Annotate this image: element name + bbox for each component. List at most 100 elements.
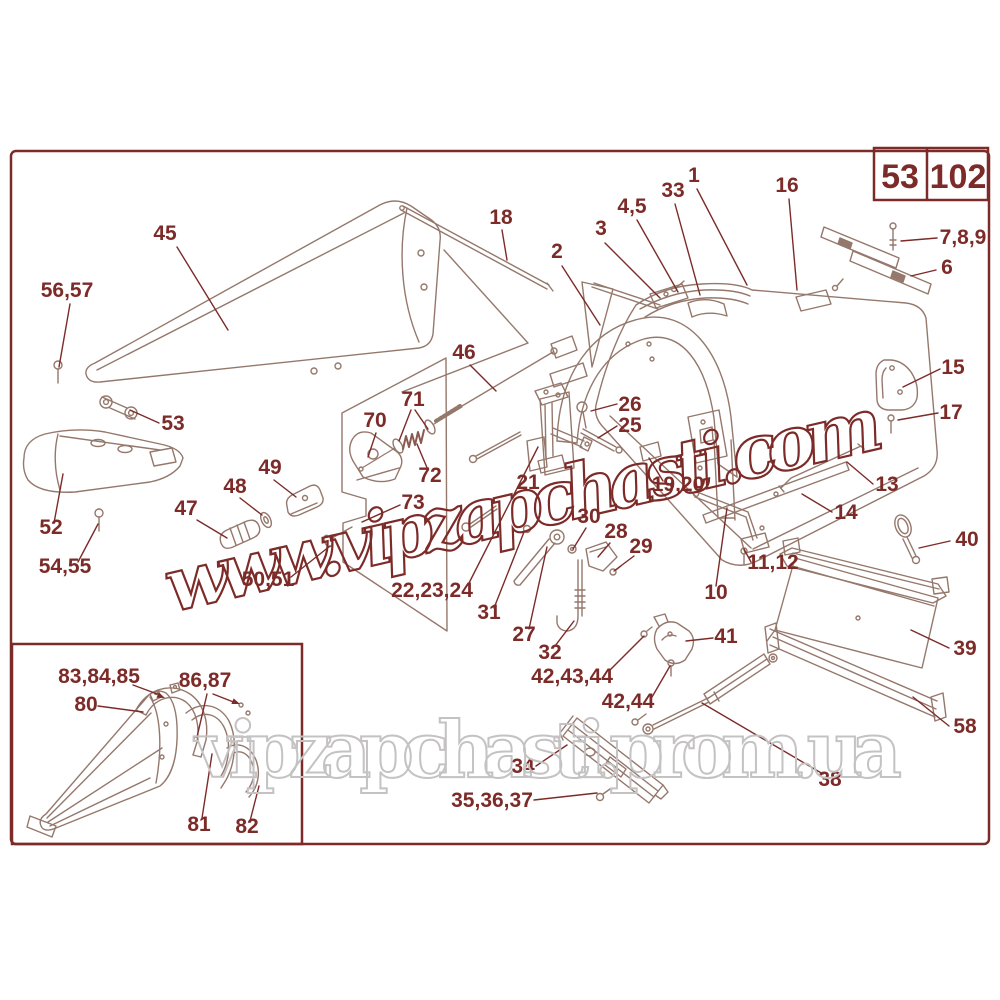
part-label-15: 15	[941, 356, 965, 379]
part-2-panel	[581, 281, 661, 368]
part-label-86-87: 86,87	[179, 669, 232, 692]
part-34-beam	[559, 713, 669, 804]
part-label-19-20: 19,20	[652, 473, 705, 496]
part-70-bracket	[349, 431, 403, 483]
part-label-22-23-24: 22,23,24	[391, 579, 473, 602]
part-42-43-44-bolt	[640, 626, 653, 638]
part-label-81: 81	[187, 813, 211, 836]
part-label-34: 34	[511, 755, 535, 778]
part-72-spring	[402, 429, 425, 450]
part-label-50-51: 50,51	[242, 568, 295, 591]
part-label-32: 32	[538, 641, 561, 664]
part-label-17: 17	[939, 401, 962, 424]
part-label-4-5: 4,5	[617, 195, 647, 218]
diagram-border	[9, 149, 991, 846]
part-47-roller	[219, 519, 261, 550]
part-26-pin	[576, 401, 588, 429]
page-number-left: 53	[881, 158, 919, 196]
part-label-52: 52	[39, 516, 62, 539]
part-label-26: 26	[618, 393, 641, 416]
part-53-link	[99, 395, 138, 420]
part-22-23-24-bolt	[468, 431, 522, 464]
part-label-42-44: 42,44	[602, 690, 655, 713]
part-19-20-bracket	[687, 409, 728, 464]
watermark-bottom: vipzapchasti.prom.ua	[193, 705, 900, 796]
part-7-8-9-bolt	[889, 222, 897, 251]
part-28-bracket	[585, 541, 618, 572]
part-38-strut	[642, 653, 778, 735]
part-46-rod-axis	[358, 335, 578, 472]
part-label-71: 71	[401, 388, 425, 411]
upper-clamp-bracket	[795, 278, 844, 312]
part-label-56-57: 56,57	[41, 279, 94, 302]
part-17-bolt	[887, 414, 895, 434]
part-label-48: 48	[223, 475, 247, 498]
part-41-bracket	[653, 613, 695, 665]
part-label-73: 73	[401, 491, 424, 514]
parts-artwork	[22, 200, 950, 838]
part-73-frame-plate	[341, 357, 448, 632]
inset-box	[10, 642, 304, 846]
part-label-6: 6	[941, 256, 953, 279]
watermark-diagonal: www.vipzapchasti.com	[157, 382, 887, 630]
part-label-21: 21	[516, 471, 540, 494]
part-label-42-43-44: 42,43,44	[531, 665, 613, 688]
page-number-box: 53 102	[872, 146, 990, 202]
part-39-guard	[766, 537, 950, 669]
inset-band-82	[226, 744, 260, 798]
part-13-rod	[778, 443, 865, 493]
part-label-40: 40	[955, 528, 978, 551]
part-42-44-bolt	[667, 659, 675, 677]
part-label-14: 14	[834, 501, 858, 524]
part-25-rod	[580, 428, 623, 454]
part-14-bar	[702, 461, 850, 524]
part-label-72: 72	[418, 464, 441, 487]
part-45-cone	[85, 200, 441, 383]
part-label-28: 28	[604, 520, 628, 543]
part-label-41: 41	[714, 625, 738, 648]
part-label-53: 53	[161, 412, 184, 435]
part-label-82: 82	[235, 815, 258, 838]
part-11-12-bolt	[740, 547, 748, 565]
part-labels: 45 18 2 3 4,5 33 1 16 7,8,9 6 56,57 53 1…	[39, 164, 987, 838]
part-label-54-55: 54,55	[39, 555, 92, 578]
part-label-31: 31	[477, 601, 501, 624]
part-label-2: 2	[551, 240, 563, 263]
part-48-washer	[259, 511, 273, 529]
part-15-bracket	[875, 359, 919, 411]
part-71-washers	[392, 419, 436, 454]
part-label-11-12: 11,12	[747, 551, 798, 574]
assembly-guide-lines	[401, 249, 529, 393]
fender-arch	[526, 316, 738, 521]
page-number-right: 102	[930, 158, 987, 196]
part-27-lever	[513, 524, 565, 586]
part-52-skid	[22, 429, 184, 493]
part-label-25: 25	[618, 414, 642, 437]
part-35-36-37-screw	[595, 788, 611, 802]
part-56-57-bolt	[53, 360, 63, 384]
part-6-strips	[820, 226, 932, 295]
arrowhead	[156, 692, 165, 698]
part-label-70: 70	[363, 409, 386, 432]
part-label-7-8-9: 7,8,9	[940, 226, 987, 249]
part-label-18: 18	[489, 206, 513, 229]
part-label-29: 29	[629, 535, 652, 558]
part-label-1: 1	[688, 164, 700, 187]
part-label-16: 16	[775, 174, 798, 197]
part-label-39: 39	[953, 637, 976, 660]
part-16-housing	[594, 282, 938, 566]
part-label-35-36-37: 35,36,37	[451, 789, 533, 812]
part-label-83-84-85: 83,84,85	[58, 665, 140, 688]
part-label-49: 49	[258, 456, 281, 479]
part-54-55-bolt	[94, 508, 104, 532]
part-label-33: 33	[661, 179, 684, 202]
part-label-58: 58	[953, 715, 977, 738]
part-label-13: 13	[875, 473, 898, 496]
part-18-rod	[399, 205, 554, 292]
inset-bolts-86-87	[238, 702, 251, 716]
part-label-27: 27	[512, 623, 535, 646]
part-49-bracket	[285, 484, 324, 517]
part-label-47: 47	[174, 497, 197, 520]
